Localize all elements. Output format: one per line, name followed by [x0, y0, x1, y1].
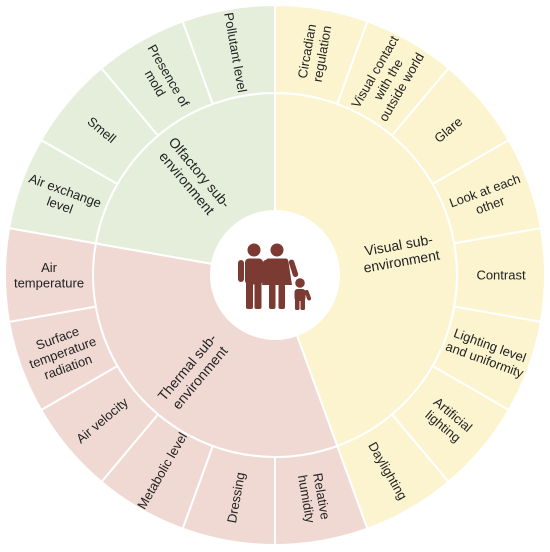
- item-label-contrast: Contrast: [476, 268, 526, 283]
- item-label-relative-humidity: Relativehumidity: [295, 471, 333, 524]
- diagram-rings: [4, 3, 546, 547]
- center-hub: [211, 211, 339, 339]
- family-icon: [238, 243, 312, 310]
- segment-pollutant-level: [181, 3, 276, 106]
